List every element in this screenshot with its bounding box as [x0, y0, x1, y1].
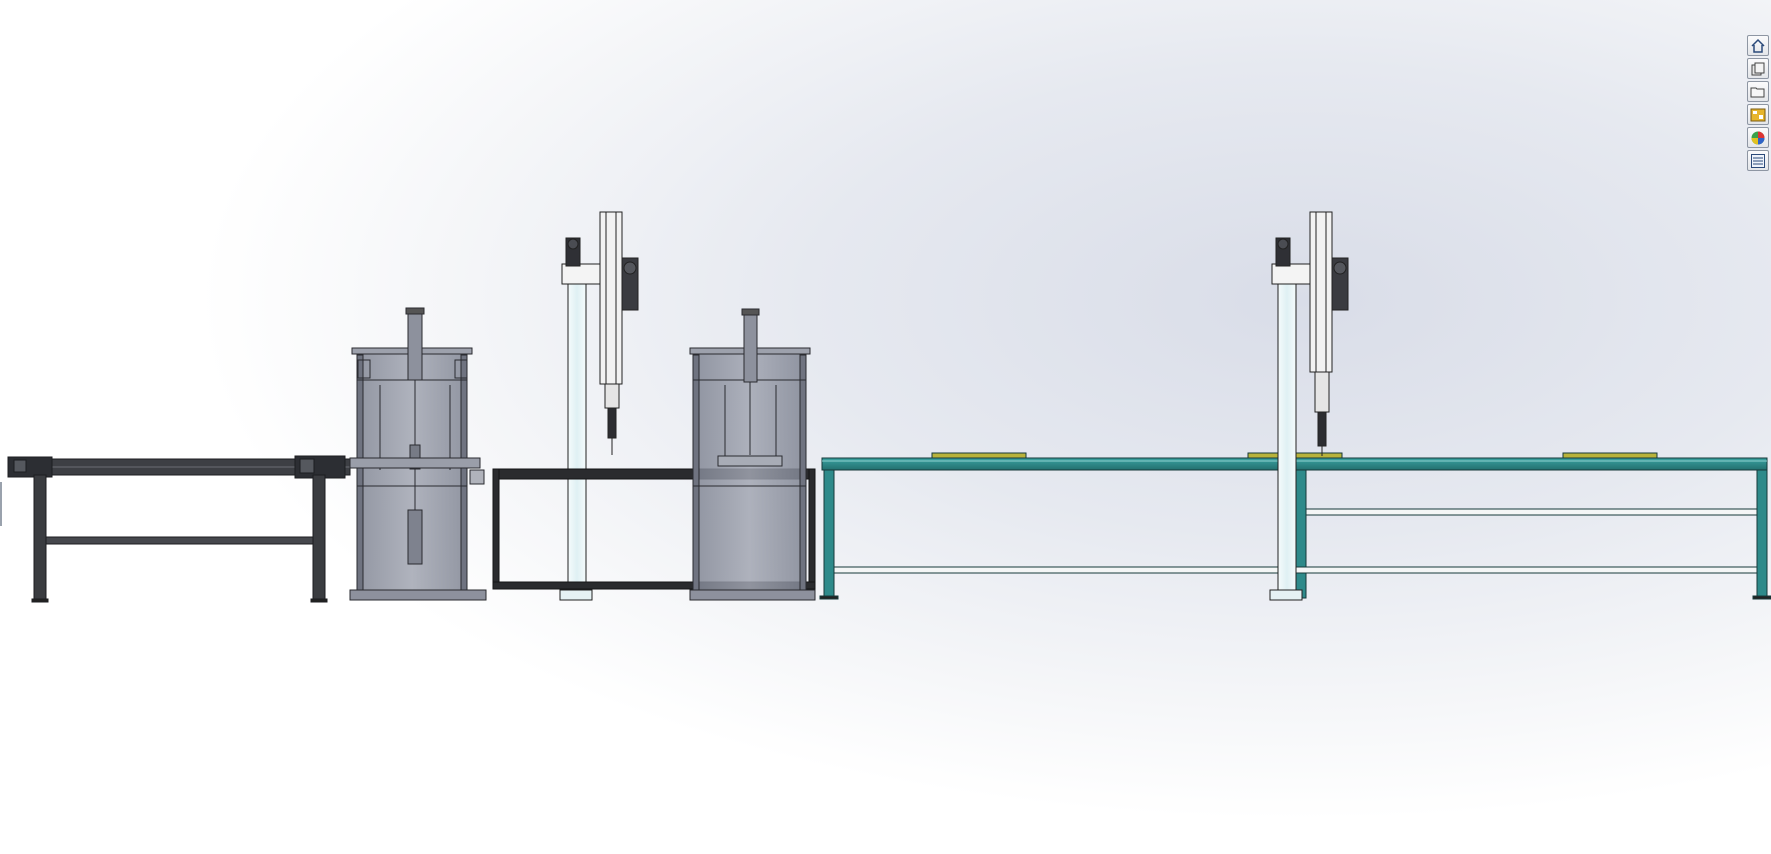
gantry-robot-1[interactable] [559, 211, 639, 601]
custom-properties-icon [1751, 153, 1765, 168]
task-pane-custom-properties[interactable] [1747, 150, 1769, 171]
task-pane-home[interactable] [1747, 35, 1769, 56]
design-library-icon [1751, 62, 1765, 75]
task-pane-tabs [1745, 35, 1771, 171]
task-pane-appearances[interactable] [1747, 127, 1769, 148]
transfer-frame[interactable] [492, 468, 816, 590]
task-pane-view-palette[interactable] [1747, 104, 1769, 125]
folder-icon [1750, 87, 1765, 97]
gantry-robot-2[interactable] [1269, 211, 1349, 601]
task-pane-file-explorer[interactable] [1747, 81, 1769, 102]
feature-manager-collapse-tab[interactable] [0, 482, 2, 526]
press-station-1[interactable] [349, 307, 487, 601]
press-station-2[interactable] [689, 308, 816, 601]
task-pane-design-library[interactable] [1747, 58, 1769, 79]
home-icon [1751, 38, 1765, 53]
infeed-conveyor[interactable] [7, 455, 351, 603]
view-palette-icon [1750, 108, 1766, 121]
appearances-icon [1751, 131, 1765, 144]
